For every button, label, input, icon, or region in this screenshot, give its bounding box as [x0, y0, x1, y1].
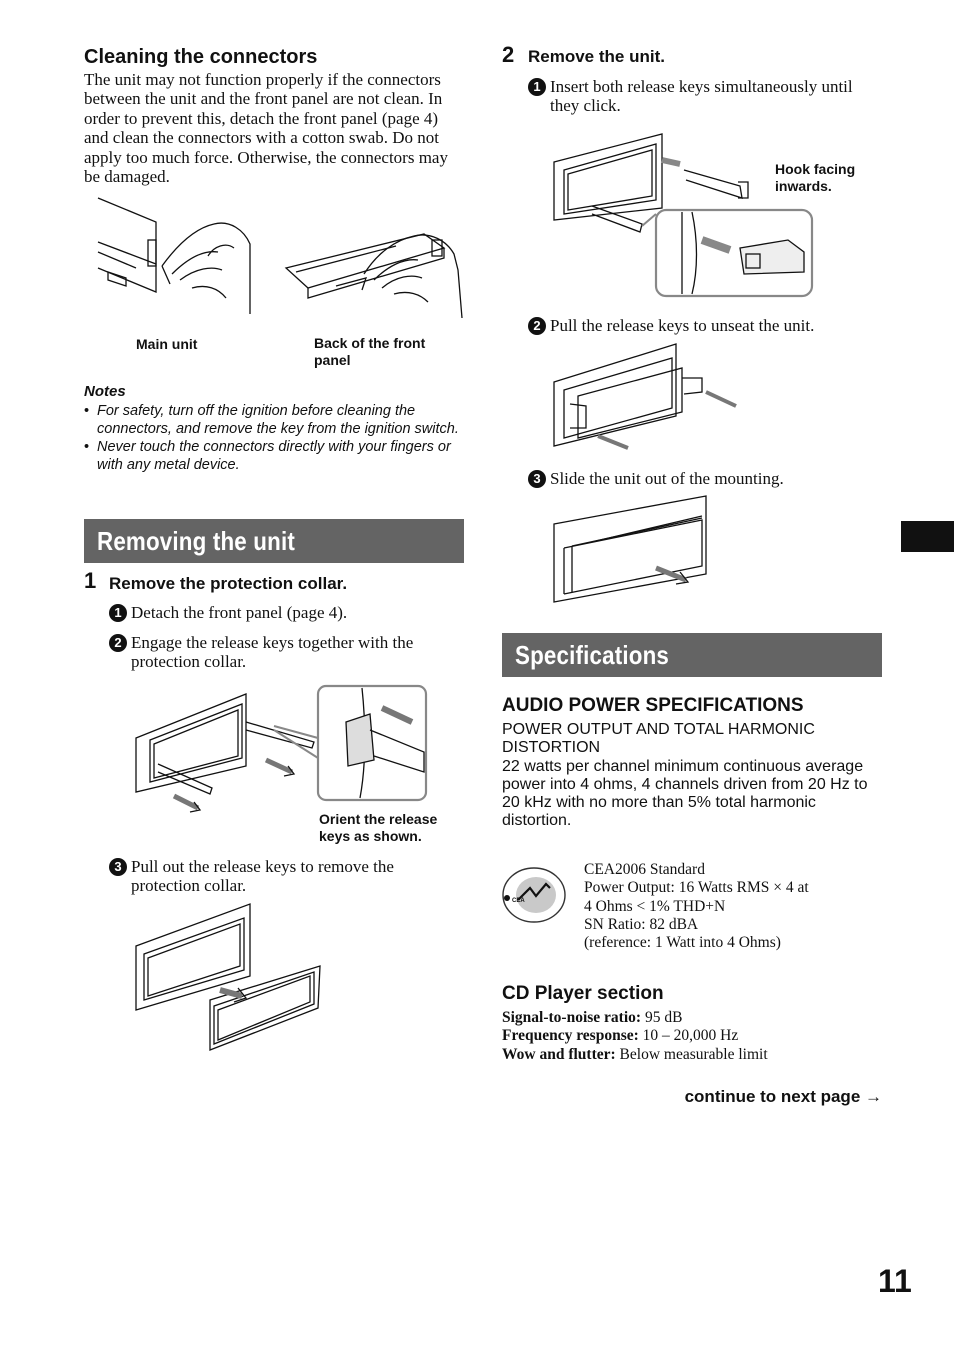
note-item: Never touch the connectors directly with…	[84, 438, 464, 474]
cea-spec-line: Power Output: 16 Watts RMS × 4 at	[584, 879, 809, 897]
unseat-unit-illustration	[553, 343, 737, 450]
cea-spec-line: SN Ratio: 82 dBA	[584, 915, 699, 933]
step-1-substep-2: 2 Engage the release keys together with …	[109, 633, 464, 672]
cea-logo-abbr: CEA	[512, 898, 525, 904]
substep-text: Slide the unit out of the mounting.	[550, 469, 784, 488]
step-1-substep-3: 3 Pull out the release keys to remove th…	[109, 857, 464, 896]
cea-spec-line: CEA2006 Standard	[584, 861, 705, 878]
cd-spec-row: Wow and flutter: Below measurable limit	[502, 1046, 882, 1064]
substep-number-badge: 3	[109, 858, 127, 876]
caption-main-unit: Main unit	[136, 336, 198, 352]
cd-spec-row: Signal-to-noise ratio: 95 dB	[502, 1009, 882, 1027]
caption-hook-inwards: Hook facing inwards.	[775, 161, 856, 194]
substep-text: Engage the release keys together with th…	[131, 633, 414, 672]
substep-number-badge: 1	[528, 78, 546, 96]
step-2-number: 2	[502, 42, 515, 67]
notes-list: For safety, turn off the ignition before…	[84, 402, 464, 474]
slide-out-illustration	[553, 495, 707, 603]
cd-spec-label: Signal-to-noise ratio:	[502, 1009, 642, 1026]
cd-spec-value: Below measurable limit	[615, 1045, 768, 1063]
cea-spec-line: (reference: 1 Watt into 4 Ohms)	[584, 934, 781, 952]
cd-player-specs: Signal-to-noise ratio: 95 dB Frequency r…	[502, 1009, 882, 1064]
step-1-substep-1: 1 Detach the front panel (page 4).	[109, 603, 464, 622]
substep-text: Detach the front panel (page 4).	[131, 603, 348, 622]
continue-next-page: continue to next page →	[684, 1087, 882, 1106]
step-2-substep-1: 1 Insert both release keys simultaneousl…	[528, 77, 880, 116]
step-2-substep-2: 2 Pull the release keys to unseat the un…	[528, 316, 880, 335]
collar-keys-illustration	[135, 684, 428, 813]
step-2-title: Remove the unit.	[528, 47, 665, 66]
cea-compliant-logo: CEA	[502, 867, 566, 923]
step-2-substep-3: 3 Slide the unit out of the mounting.	[528, 469, 880, 488]
caption-orient-keys: Orient the release keys as shown.	[319, 811, 438, 844]
notes-title: Notes	[84, 383, 126, 400]
note-item: For safety, turn off the ignition before…	[84, 402, 464, 438]
collar-removed-illustration	[135, 903, 321, 1051]
substep-text: Insert both release keys simultaneously …	[550, 77, 853, 116]
cleaning-heading: Cleaning the connectors	[84, 46, 318, 68]
specifications-banner: Specifications	[502, 633, 882, 677]
audio-power-subheading: POWER OUTPUT AND TOTAL HARMONIC DISTORTI…	[502, 721, 815, 756]
page-number: 11	[878, 1263, 912, 1299]
cd-player-heading: CD Player section	[502, 983, 664, 1004]
audio-power-heading: AUDIO POWER SPECIFICATIONS	[502, 695, 804, 716]
cd-spec-label: Wow and flutter:	[502, 1045, 616, 1063]
substep-text: Pull out the release keys to remove the …	[131, 857, 394, 896]
cea-spec-line: 4 Ohms < 1% THD+N	[584, 897, 726, 915]
substep-number-badge: 1	[109, 604, 127, 622]
substep-number-badge: 3	[528, 470, 546, 488]
cd-spec-value: 95 dB	[641, 1009, 683, 1026]
step-1-number: 1	[84, 568, 97, 593]
caption-back-front-panel: Back of the front panel	[314, 335, 426, 368]
cd-spec-label: Frequency response:	[502, 1027, 639, 1045]
substep-number-badge: 2	[109, 634, 127, 652]
audio-power-body: 22 watts per channel minimum continuous …	[502, 758, 868, 829]
cleaning-illustration	[97, 197, 463, 319]
cleaning-body: The unit may not function properly if th…	[84, 70, 448, 187]
removing-banner: Removing the unit	[84, 519, 464, 563]
substep-number-badge: 2	[528, 317, 546, 335]
step-1-title: Remove the protection collar.	[109, 574, 348, 593]
insert-keys-illustration	[553, 133, 814, 298]
specifications-banner-title: Specifications	[515, 640, 670, 670]
section-tab	[901, 521, 954, 552]
removing-banner-title: Removing the unit	[97, 526, 295, 556]
cea-spec-block: CEA2006 Standard Power Output: 16 Watts …	[584, 861, 884, 952]
cd-spec-row: Frequency response: 10 – 20,000 Hz	[502, 1027, 882, 1045]
cd-spec-value: 10 – 20,000 Hz	[638, 1027, 739, 1045]
substep-text: Pull the release keys to unseat the unit…	[550, 316, 815, 335]
